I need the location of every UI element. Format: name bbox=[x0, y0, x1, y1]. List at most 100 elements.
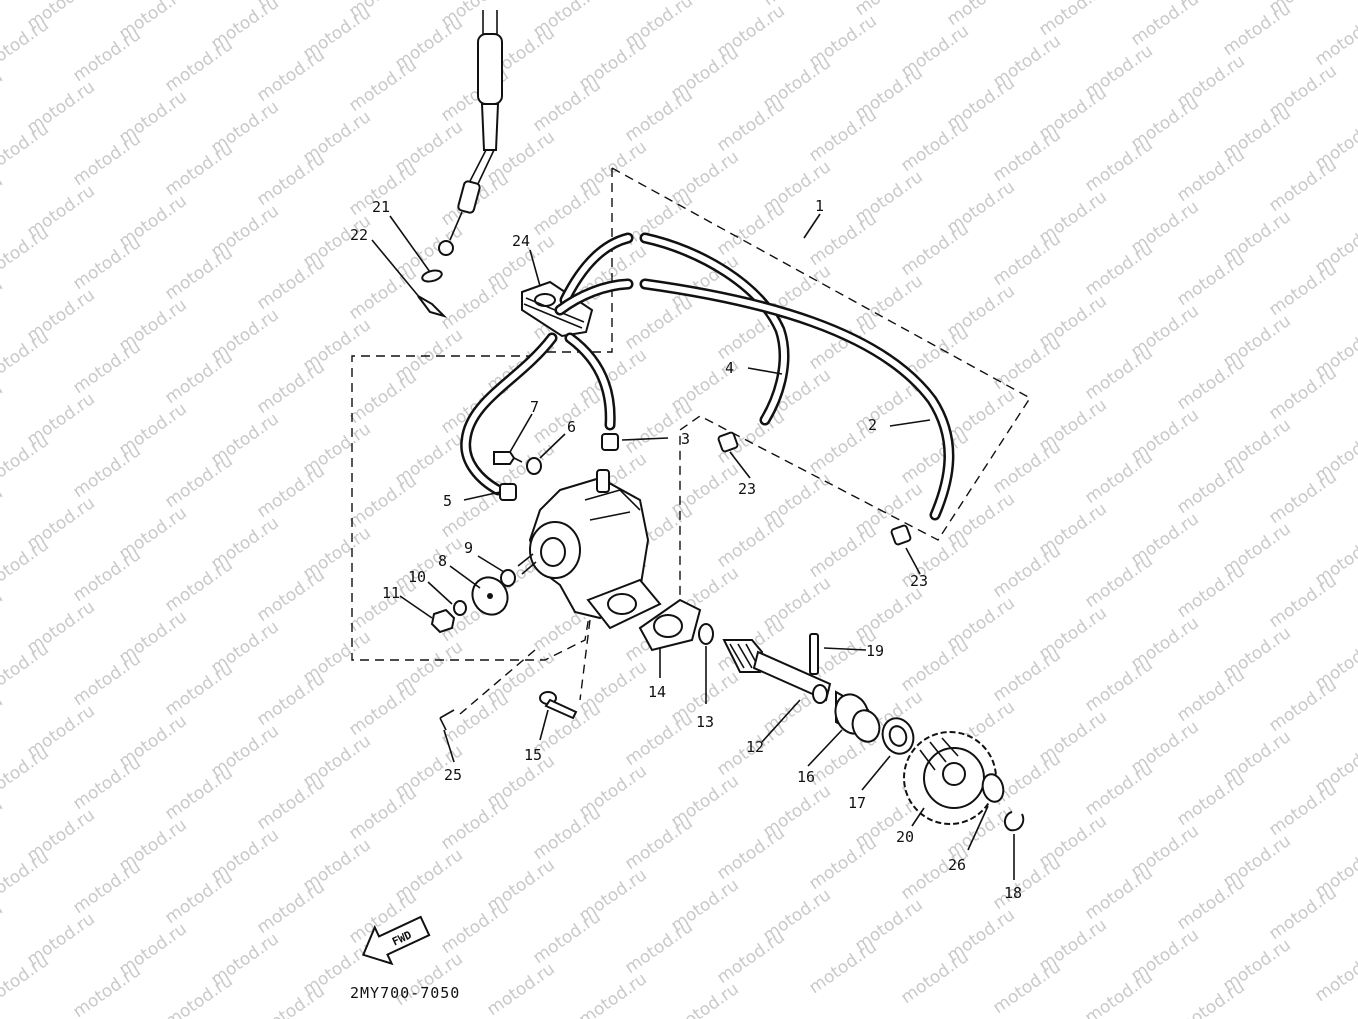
watermark-text: motod.ru bbox=[0, 119, 53, 180]
watermark-text: motod.ru bbox=[0, 691, 7, 752]
part-label-1: 1 bbox=[815, 197, 824, 215]
watermark-text: motod.ru bbox=[989, 853, 1064, 914]
watermark-text: motod.ru bbox=[253, 877, 328, 938]
part-label-17: 17 bbox=[848, 794, 866, 812]
watermark-text: motod.ru bbox=[529, 803, 604, 864]
oil-delivery-hoses bbox=[460, 232, 955, 521]
part-label-7: 7 bbox=[530, 398, 539, 416]
watermark-text: motod.ru bbox=[161, 347, 236, 408]
watermark-text: motod.ru bbox=[1173, 769, 1248, 830]
watermark-text: motod.ru bbox=[1265, 571, 1340, 632]
watermark-text: motod.ru bbox=[0, 67, 7, 128]
part-label-24: 24 bbox=[512, 232, 530, 250]
watermark-text: motod.ru bbox=[69, 441, 144, 502]
watermark-text: motod.ru bbox=[0, 483, 7, 544]
watermark-text: motod.ru bbox=[1173, 457, 1248, 518]
watermark-text: motod.ru bbox=[621, 917, 696, 978]
watermark-text: motod.ru bbox=[253, 669, 328, 730]
part-label-11: 11 bbox=[382, 584, 400, 602]
cotter-pin bbox=[439, 709, 455, 731]
part-label-5: 5 bbox=[443, 492, 452, 510]
part-label-9: 9 bbox=[464, 539, 473, 557]
watermark-text: motod.ru bbox=[253, 253, 328, 314]
watermark-text: motod.ru bbox=[1081, 343, 1156, 404]
watermark-text: motod.ru bbox=[161, 451, 236, 512]
watermark-text: motod.ru bbox=[69, 337, 144, 398]
part-label-4: 4 bbox=[725, 359, 734, 377]
watermark-text: motod.ru bbox=[69, 25, 144, 86]
mounting-screw bbox=[539, 691, 578, 720]
watermark-text: motod.ru bbox=[161, 659, 236, 720]
watermark-text: motod.ru bbox=[989, 333, 1064, 394]
watermark-text: motod.ru bbox=[483, 959, 558, 1019]
watermark-text: motod.ru bbox=[529, 75, 604, 136]
watermark-text: motod.ru bbox=[345, 263, 420, 324]
drawing-code: 2MY700-7050 bbox=[350, 984, 460, 1002]
part-label-22: 22 bbox=[350, 226, 368, 244]
watermark-text: motod.ru bbox=[1219, 0, 1294, 60]
watermark-text: motod.ru bbox=[69, 545, 144, 606]
watermark-text: motod.ru bbox=[1265, 467, 1340, 528]
part-number-labels: 1 2 3 4 5 6 7 8 9 10 11 12 13 14 15 16 1… bbox=[350, 197, 1022, 902]
washer-and-circlip bbox=[981, 773, 1025, 832]
watermark-text: motod.ru bbox=[805, 105, 880, 166]
watermark-text: motod.ru bbox=[253, 773, 328, 834]
part-label-13: 13 bbox=[696, 713, 714, 731]
watermark-text: motod.ru bbox=[1265, 363, 1340, 424]
watermark-text: motod.ru bbox=[989, 541, 1064, 602]
watermark-text: motod.ru bbox=[253, 565, 328, 626]
watermark-text: motod.ru bbox=[1265, 779, 1340, 840]
cable-clips bbox=[417, 269, 448, 319]
watermark-text: motod.ru bbox=[897, 635, 972, 696]
watermark-text: motod.ru bbox=[897, 947, 972, 1008]
watermark-text: motod.ru bbox=[1081, 655, 1156, 716]
watermark-text: motod.ru bbox=[0, 847, 53, 908]
watermark-text: motod.ru bbox=[713, 927, 788, 988]
watermark-text: motod.ru bbox=[1173, 665, 1248, 726]
watermark-text: motod.ru bbox=[0, 0, 7, 24]
watermark-text: motod.ru bbox=[0, 639, 53, 700]
watermark-text: motod.ru bbox=[621, 397, 696, 458]
part-label-18: 18 bbox=[1004, 884, 1022, 902]
watermark-text: motod.ru bbox=[161, 763, 236, 824]
watermark-text: motod.ru bbox=[1173, 873, 1248, 934]
watermark-text: motod.ru bbox=[253, 981, 328, 1019]
watermark-text: motod.ru bbox=[805, 833, 880, 894]
watermark-text: motod.ru bbox=[1173, 249, 1248, 310]
watermark-text: motod.ru bbox=[1265, 259, 1340, 320]
watermark-text: motod.ru bbox=[1173, 561, 1248, 622]
watermark-text: motod.ru bbox=[0, 275, 7, 336]
watermark-text: motod.ru bbox=[69, 129, 144, 190]
pump-drive-shaft bbox=[722, 639, 832, 704]
watermark-text: motod.ru bbox=[0, 951, 53, 1012]
watermark-text: motod.ru bbox=[529, 907, 604, 968]
watermark-text: motod.ru bbox=[0, 587, 7, 648]
part-label-16: 16 bbox=[797, 768, 815, 786]
pin-leader bbox=[459, 649, 536, 715]
watermark-text: motod.ru bbox=[713, 95, 788, 156]
watermark-text: motod.ru bbox=[1173, 353, 1248, 414]
watermark-text: motod.ru bbox=[805, 937, 880, 998]
oil-pump-body bbox=[517, 469, 662, 630]
small-fittings bbox=[493, 431, 912, 546]
watermark-text: motod.ru bbox=[161, 867, 236, 928]
assembly-boundaries bbox=[351, 167, 1031, 715]
part-label-2: 2 bbox=[868, 416, 877, 434]
watermark-text: motod.ru bbox=[1311, 9, 1358, 70]
watermark-text: motod.ru bbox=[1265, 155, 1340, 216]
watermark-text: motod.ru bbox=[529, 179, 604, 240]
forward-direction-arrow: FWD bbox=[361, 915, 431, 966]
part-label-23a: 23 bbox=[738, 480, 756, 498]
part-label-20: 20 bbox=[896, 828, 914, 846]
collar-and-bearing bbox=[834, 690, 915, 755]
watermark-text: motod.ru bbox=[253, 357, 328, 418]
watermark-text: motod.ru bbox=[253, 461, 328, 522]
watermark-text: motod.ru bbox=[1081, 967, 1156, 1019]
watermark-text: motod.ru bbox=[161, 555, 236, 616]
leader-lines bbox=[371, 213, 1015, 880]
watermark-text: motod.ru bbox=[897, 115, 972, 176]
watermark-text: motod.ru bbox=[897, 219, 972, 280]
watermark-text: motod.ru bbox=[345, 471, 420, 532]
watermark-text: motod.ru bbox=[69, 961, 144, 1019]
watermark-text: motod.ru bbox=[0, 223, 53, 284]
